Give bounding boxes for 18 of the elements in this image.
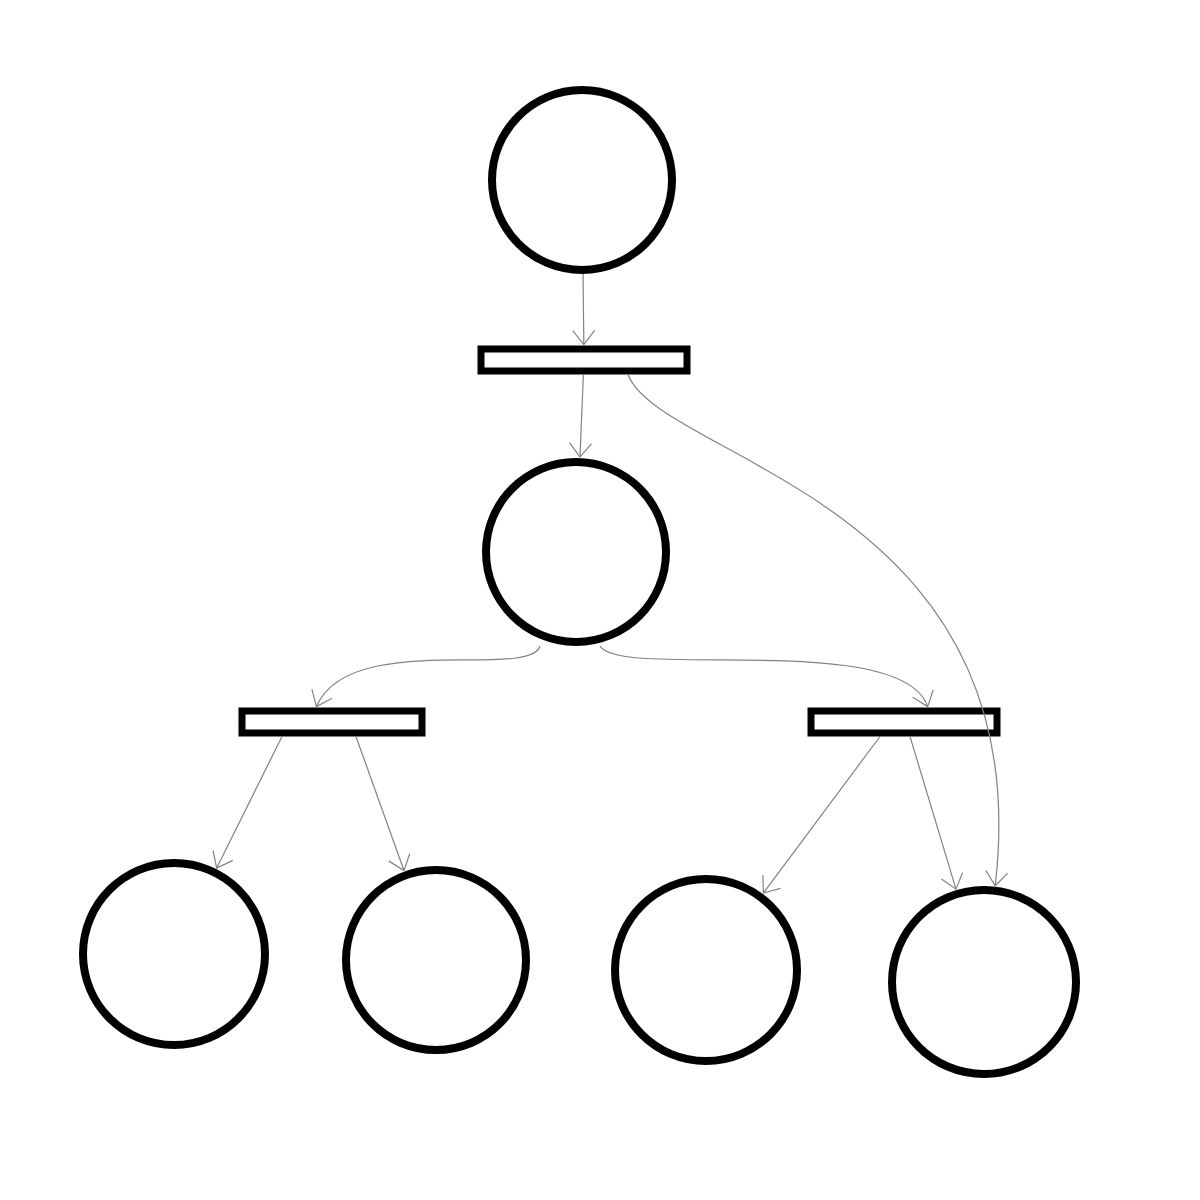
arrow	[212, 735, 283, 869]
circle	[611, 875, 801, 1065]
arrow	[568, 373, 593, 459]
arrow	[762, 735, 881, 894]
sync-bar	[238, 707, 426, 737]
circle	[488, 86, 676, 274]
circle	[482, 458, 670, 646]
arrow	[627, 373, 1009, 887]
arrow	[311, 645, 541, 708]
sync-bar	[807, 707, 1001, 737]
circle	[342, 866, 530, 1054]
arrow	[599, 645, 934, 708]
arrow	[355, 735, 411, 872]
arrow	[909, 735, 964, 891]
circle	[888, 886, 1080, 1078]
sync-bar	[477, 345, 691, 375]
arrow	[572, 273, 596, 346]
circle	[79, 859, 269, 1049]
